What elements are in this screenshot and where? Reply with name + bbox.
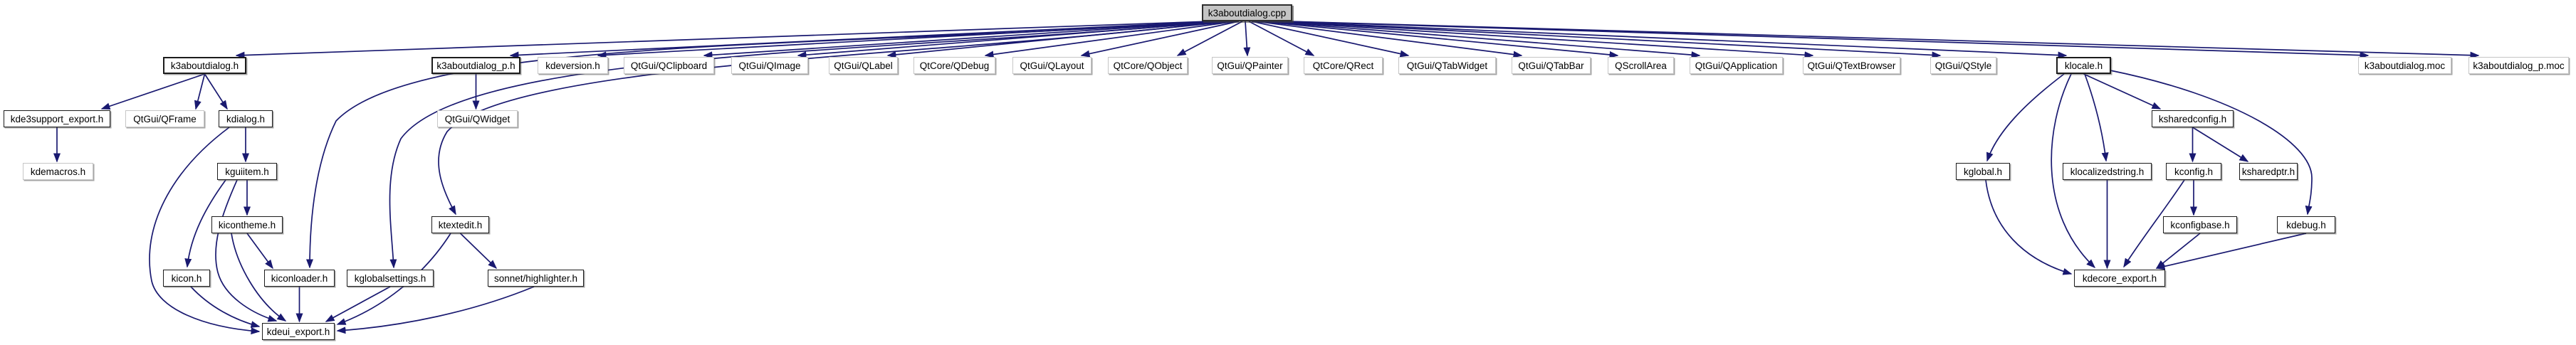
graph-node-qt-qframe: QtGui/QFrame xyxy=(125,110,204,127)
graph-edge-kdebug-h-kdecore-export-h xyxy=(2155,233,2307,270)
graph-edge-kglobal-h-kdecore-export-h xyxy=(1985,179,2073,275)
graph-node-kdebug-h[interactable]: kdebug.h xyxy=(2277,216,2335,233)
graph-node-kdecore-export-h[interactable]: kdecore_export.h xyxy=(2074,270,2165,287)
graph-node-ksharedconfig-h[interactable]: ksharedconfig.h xyxy=(2152,110,2234,127)
graph-edge-cpp-klocale-h xyxy=(1272,21,2068,59)
graph-node-ksharedptr-h[interactable]: ksharedptr.h xyxy=(2239,163,2298,180)
graph-edge-kicontheme-h-kiconloader-h xyxy=(246,233,273,270)
graph-edge-kdialog-h-kdeui-export-h xyxy=(149,127,261,335)
graph-node-qt-qtextbrowser: QtGui/QTextBrowser xyxy=(1803,57,1900,74)
graph-node-qt-qrect: QtCore/QRect xyxy=(1304,57,1383,74)
graph-edge-cpp-qt-qstyle xyxy=(1268,21,1942,59)
graph-node-klocale-h[interactable]: klocale.h xyxy=(2056,57,2111,74)
graph-node-sonnet-highlighter-h[interactable]: sonnet/highlighter.h xyxy=(488,270,584,287)
graph-node-kicontheme-h[interactable]: kicontheme.h xyxy=(211,216,283,233)
graph-edge-k3aboutdialog-h-qt-qframe xyxy=(194,73,206,110)
graph-node-qt-qtabwidget: QtGui/QTabWidget xyxy=(1398,57,1496,74)
graph-node-ktextedit-h[interactable]: ktextedit.h xyxy=(431,216,489,233)
graph-node-qt-qimage: QtGui/QImage xyxy=(731,57,808,74)
graph-edge-klocale-h-ksharedconfig-h xyxy=(2083,73,2162,110)
graph-node-kdeversion-h: kdeversion.h xyxy=(538,57,608,74)
graph-edge-cpp-qscrollarea xyxy=(1257,21,1619,58)
graph-node-qt-qtabbar: QtGui/QTabBar xyxy=(1512,57,1591,74)
graph-node-qt-qapplication: QtGui/QApplication xyxy=(1690,57,1783,74)
graph-node-kde3support-export-h[interactable]: kde3support_export.h xyxy=(4,110,110,127)
graph-node-k3aboutdialog-p-moc: k3aboutdialog_p.moc xyxy=(2468,57,2569,74)
graph-edge-cpp-qt-qtextbrowser xyxy=(1265,21,1814,59)
graph-node-klocalizedstring-h[interactable]: klocalizedstring.h xyxy=(2063,163,2152,180)
graph-edge-cpp-k3aboutdialog-h xyxy=(235,21,1212,59)
graph-edge-klocale-h-kdecore-export-h xyxy=(2051,73,2096,269)
graph-edge-kicontheme-h-kdeui-export-h xyxy=(231,233,287,322)
graph-node-qt-qstyle: QtGui/QStyle xyxy=(1930,57,1996,74)
graph-node-kconfig-h[interactable]: kconfig.h xyxy=(2166,163,2221,180)
graph-edge-cpp-k3aboutdialog-moc xyxy=(1282,21,2370,59)
graph-node-kguiitem-h[interactable]: kguiitem.h xyxy=(217,163,277,180)
graph-edge-cpp-ktextedit-h xyxy=(438,21,1223,216)
graph-edge-klocale-h-klocalizedstring-h xyxy=(2084,73,2109,162)
graph-edge-cpp-qt-qrect xyxy=(1248,21,1315,56)
graph-edge-kconfigbase-h-kdecore-export-h xyxy=(2155,233,2201,269)
graph-edge-klocale-h-kdebug-h xyxy=(2110,70,2313,216)
graph-edge-kicon-h-kdeui-export-h xyxy=(190,286,261,328)
graph-node-qscrollarea: QScrollArea xyxy=(1608,57,1674,74)
graph-node-k3aboutdialog-moc: k3aboutdialog.moc xyxy=(2358,57,2451,74)
graph-node-kglobalsettings-h[interactable]: kglobalsettings.h xyxy=(347,270,434,287)
graph-node-k3aboutdialog-h[interactable]: k3aboutdialog.h xyxy=(163,57,246,74)
graph-edge-kguiitem-h-kicon-h xyxy=(184,179,226,268)
graph-node-qt-qwidget: QtGui/QWidget xyxy=(437,110,518,127)
graph-edge-ksharedconfig-h-ksharedptr-h xyxy=(2192,127,2249,162)
graph-node-kdialog-h[interactable]: kdialog.h xyxy=(219,110,273,127)
graph-edge-cpp-qt-qlayout xyxy=(1080,21,1240,58)
graph-node-qt-qlabel: QtGui/QLabel xyxy=(829,57,898,74)
graph-edge-kguiitem-h-kdeui-export-h xyxy=(215,179,278,322)
graph-edge-cpp-qt-qdebug xyxy=(984,21,1237,58)
graph-edge-k3aboutdialog-h-kde3support-export-h xyxy=(100,73,205,110)
graph-edge-cpp-kglobalsettings-h xyxy=(389,21,1220,269)
graph-edge-cpp-qt-qclipboard xyxy=(703,21,1227,59)
graph-edge-ktextedit-h-sonnet-highlighter-h xyxy=(459,233,498,270)
graph-edge-klocale-h-kglobal-h xyxy=(1986,73,2065,162)
graph-edge-kglobalsettings-h-kdeui-export-h xyxy=(325,286,391,322)
graph-node-kglobal-h[interactable]: kglobal.h xyxy=(1956,163,2010,180)
graph-node-qt-qdebug: QtCore/QDebug xyxy=(913,57,995,74)
graph-edge-cpp-qt-qapplication xyxy=(1261,21,1701,59)
graph-node-kiconloader-h[interactable]: kiconloader.h xyxy=(264,270,335,287)
graph-edge-cpp-qt-qpainter xyxy=(1243,21,1251,57)
graph-edge-k3aboutdialog-h-kdialog-h xyxy=(204,73,228,110)
graph-node-cpp: k3aboutdialog.cpp xyxy=(1202,4,1292,21)
graph-node-qt-qlayout: QtGui/QLayout xyxy=(1012,57,1091,74)
graph-edge-cpp-qt-qobject xyxy=(1176,21,1243,56)
graph-node-qt-qobject: QtCore/QObject xyxy=(1108,57,1188,74)
graph-node-kdeui-export-h[interactable]: kdeui_export.h xyxy=(262,323,335,340)
graph-node-kdemacros-h: kdemacros.h xyxy=(23,163,93,180)
graph-edge-cpp-qt-qtabbar xyxy=(1255,21,1523,58)
graph-node-qt-qpainter: QtGui/QPainter xyxy=(1212,57,1288,74)
graph-edge-cpp-qt-qtabwidget xyxy=(1251,21,1410,58)
graph-node-kicon-h[interactable]: kicon.h xyxy=(163,270,210,287)
graph-node-k3aboutdialog-p-h[interactable]: k3aboutdialog_p.h xyxy=(431,57,520,74)
graph-node-kconfigbase-h[interactable]: kconfigbase.h xyxy=(2163,216,2237,233)
graph-edge-sonnet-highlighter-h-kdeui-export-h xyxy=(336,286,535,334)
graph-node-qt-qclipboard: QtGui/QClipboard xyxy=(624,57,714,74)
graph-edge-cpp-k3aboutdialog-p-moc xyxy=(1286,21,2480,59)
graph-edge-kconfig-h-kdecore-export-h xyxy=(2123,179,2185,268)
